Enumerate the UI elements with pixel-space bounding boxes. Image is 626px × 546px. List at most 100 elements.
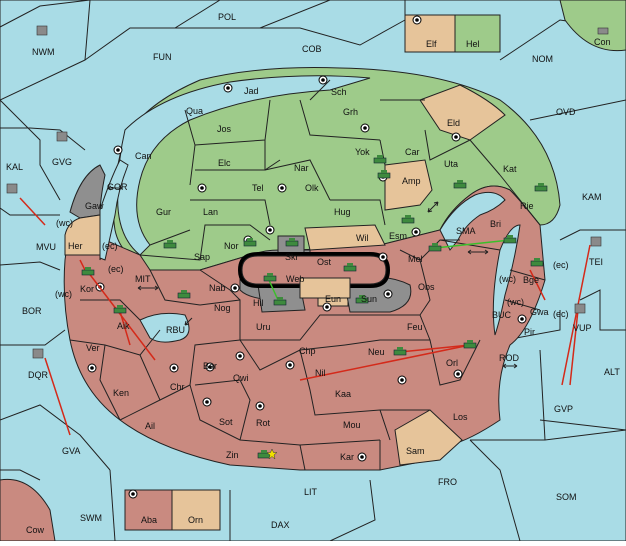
label-ec1[interactable]: (ec) [102,241,118,251]
label-jad[interactable]: Jad [244,86,259,96]
label-cob[interactable]: COB [302,44,322,54]
label-olk[interactable]: Olk [305,183,319,193]
label-wc4[interactable]: (wc) [507,297,524,307]
label-tel[interactable]: Tel [252,183,264,193]
label-pol[interactable]: POL [218,12,236,22]
region-orn[interactable] [171,489,221,531]
label-nor[interactable]: Nor [224,241,239,251]
label-nwm[interactable]: NWM [32,47,55,57]
label-kor[interactable]: Kor [80,284,94,294]
region-elf[interactable] [404,14,456,53]
label-uru[interactable]: Uru [256,322,271,332]
label-bor[interactable]: BOR [22,306,42,316]
label-yok[interactable]: Yok [355,147,370,157]
label-gur[interactable]: Gur [156,207,171,217]
label-nab[interactable]: Nab [209,283,226,293]
label-kam[interactable]: KAM [582,192,602,202]
label-rie[interactable]: Rie [520,201,534,211]
label-ec4[interactable]: (ec) [553,309,569,319]
label-elf[interactable]: Elf [426,39,437,49]
label-ail[interactable]: Ail [145,421,155,431]
label-bge[interactable]: Bge [523,275,539,285]
label-mel[interactable]: Mel [408,254,423,264]
label-rot[interactable]: Rot [256,418,271,428]
label-sap[interactable]: Sap [194,252,210,262]
label-mvu[interactable]: MVU [36,242,56,252]
label-aik[interactable]: Aik [117,321,130,331]
label-bar[interactable]: Bar [203,361,217,371]
region-wil[interactable] [304,224,386,251]
label-ec3[interactable]: (ec) [553,260,569,270]
label-sun[interactable]: Sun [361,294,377,304]
label-jos[interactable]: Jos [217,124,232,134]
label-cow[interactable]: Cow [26,525,45,535]
label-som[interactable]: SOM [556,492,577,502]
label-ver[interactable]: Ver [86,343,100,353]
label-nog[interactable]: Nog [214,303,231,313]
label-qua[interactable]: Qua [186,106,203,116]
label-lit[interactable]: LIT [304,487,318,497]
label-chr[interactable]: Chr [170,382,185,392]
region-eld[interactable] [419,84,506,141]
label-wc3[interactable]: (wc) [499,274,516,284]
label-fro[interactable]: FRO [438,477,457,487]
label-eun[interactable]: Eun [325,294,341,304]
label-gwa[interactable]: Gwa [530,307,549,317]
label-her-text[interactable]: Her [68,241,83,251]
label-chp[interactable]: Chp [299,346,316,356]
label-gor[interactable]: GOR [107,182,128,192]
label-mit[interactable]: MIT [135,274,151,284]
label-rbu[interactable]: RBU [166,325,185,335]
label-esm[interactable]: Esm [389,231,407,241]
label-dax[interactable]: DAX [271,520,290,530]
region-sam[interactable] [394,409,463,466]
label-nil[interactable]: Nil [315,368,326,378]
label-sch[interactable]: Sch [331,87,347,97]
label-nar[interactable]: Nar [294,163,309,173]
label-sam[interactable]: Sam [406,446,425,456]
label-obs[interactable]: Obs [418,282,435,292]
label-buc[interactable]: BUC [492,310,512,320]
label-ec2[interactable]: (ec) [108,264,124,274]
label-can[interactable]: Can [135,151,152,161]
label-orl[interactable]: Orl [446,358,458,368]
label-amp[interactable]: Amp [402,176,421,186]
label-gva[interactable]: GVA [62,446,80,456]
label-con[interactable]: Con [594,37,611,47]
label-kal[interactable]: KAL [6,162,23,172]
label-ovd[interactable]: OVD [556,107,576,117]
label-sot[interactable]: Sot [219,417,233,427]
label-skr[interactable]: Skr [285,252,299,262]
label-vup[interactable]: VUP [573,323,592,333]
label-kaa[interactable]: Kaa [335,389,351,399]
label-dqr[interactable]: DQR [28,370,49,380]
label-rod[interactable]: ROD [499,353,520,363]
label-feu[interactable]: Feu [407,322,423,332]
label-los[interactable]: Los [453,412,468,422]
label-zin[interactable]: Zin [226,450,239,460]
label-wc1[interactable]: (wc) [56,218,73,228]
region-amp[interactable] [384,159,433,211]
label-sma[interactable]: SMA [456,226,476,236]
label-gvg[interactable]: GVG [52,157,72,167]
label-wil[interactable]: Wil [356,233,369,243]
label-bri[interactable]: Bri [490,219,501,229]
label-ken[interactable]: Ken [113,388,129,398]
label-car[interactable]: Car [405,147,420,157]
label-web[interactable]: Web [286,274,304,284]
label-nom[interactable]: NOM [532,54,553,64]
label-kat[interactable]: Kat [503,164,517,174]
label-hil[interactable]: Hil [253,298,264,308]
label-swm[interactable]: SWM [80,513,102,523]
label-mou[interactable]: Mou [343,420,361,430]
label-alt[interactable]: ALT [604,367,620,377]
label-tei[interactable]: TEI [589,257,603,267]
label-ost[interactable]: Ost [317,257,332,267]
label-neu[interactable]: Neu [368,347,385,357]
label-gaw[interactable]: Gaw [85,201,104,211]
label-lan[interactable]: Lan [203,207,218,217]
region-hel[interactable] [454,14,501,53]
label-gvp[interactable]: GVP [554,404,573,414]
label-kar[interactable]: Kar [340,452,354,462]
label-wc2[interactable]: (wc) [55,289,72,299]
